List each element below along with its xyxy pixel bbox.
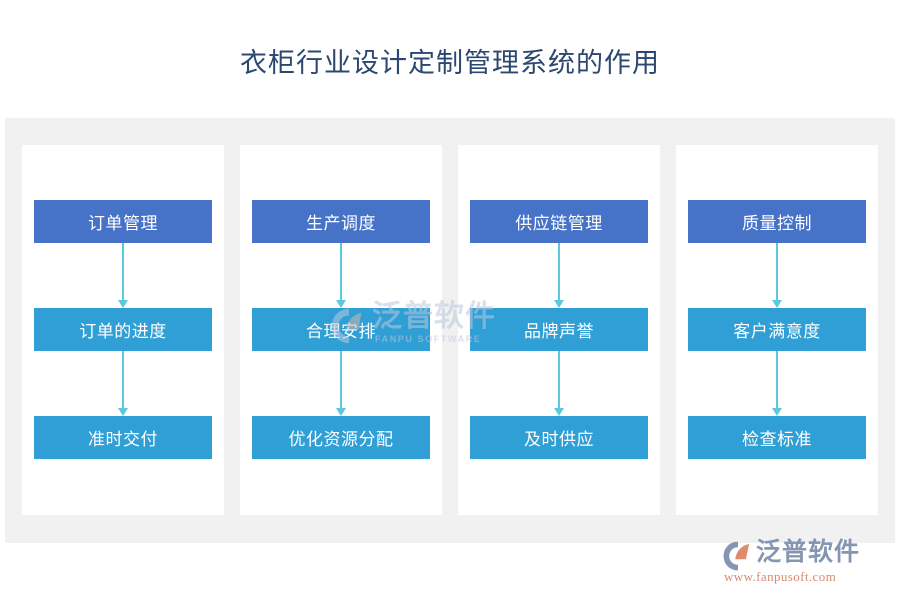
page-title: 衣柜行业设计定制管理系统的作用 xyxy=(240,48,660,78)
flow-arrow-icon xyxy=(116,351,130,416)
columns-container: 订单管理 订单的进度 准时交付 生产调度 合理安排 xyxy=(22,145,878,515)
arrow-stem xyxy=(340,351,342,409)
fanpu-logo-icon xyxy=(723,541,750,571)
flow-arrow-icon xyxy=(334,351,348,416)
arrow-stem xyxy=(776,243,778,301)
brand-name: 泛普软件 xyxy=(756,539,861,566)
arrow-head xyxy=(118,408,128,416)
flow-node-mid[interactable]: 合理安排 xyxy=(252,308,430,351)
brand-url: www.fanpusoft.com xyxy=(724,569,837,584)
flow-column: 订单管理 订单的进度 准时交付 xyxy=(22,145,224,515)
arrow-head xyxy=(336,408,346,416)
arrow-stem xyxy=(122,351,124,409)
flow-node-tail[interactable]: 优化资源分配 xyxy=(252,416,430,459)
flow-node-head[interactable]: 质量控制 xyxy=(688,200,866,243)
arrow-stem xyxy=(558,243,560,301)
arrow-head xyxy=(772,300,782,308)
flow-arrow-icon xyxy=(552,243,566,308)
flow-node-tail[interactable]: 准时交付 xyxy=(34,416,212,459)
flow-arrow-icon xyxy=(770,351,784,416)
flow-node-mid[interactable]: 订单的进度 xyxy=(34,308,212,351)
flow-node-head[interactable]: 供应链管理 xyxy=(470,200,648,243)
flow-node-mid[interactable]: 品牌声誉 xyxy=(470,308,648,351)
flow-node-head[interactable]: 订单管理 xyxy=(34,200,212,243)
arrow-head xyxy=(772,408,782,416)
arrow-stem xyxy=(558,351,560,409)
diagram-board: 订单管理 订单的进度 准时交付 生产调度 合理安排 xyxy=(5,118,895,543)
flow-node-tail[interactable]: 及时供应 xyxy=(470,416,648,459)
arrow-head xyxy=(118,300,128,308)
flow-arrow-icon xyxy=(334,243,348,308)
flow-arrow-icon xyxy=(770,243,784,308)
flow-arrow-icon xyxy=(116,243,130,308)
flow-column: 质量控制 客户满意度 检查标准 xyxy=(676,145,878,515)
arrow-head xyxy=(336,300,346,308)
flow-arrow-icon xyxy=(552,351,566,416)
arrow-head xyxy=(554,300,564,308)
flow-node-head[interactable]: 生产调度 xyxy=(252,200,430,243)
arrow-stem xyxy=(776,351,778,409)
arrow-stem xyxy=(122,243,124,301)
flow-node-tail[interactable]: 检查标准 xyxy=(688,416,866,459)
flow-column: 生产调度 合理安排 优化资源分配 xyxy=(240,145,442,515)
arrow-head xyxy=(554,408,564,416)
arrow-stem xyxy=(340,243,342,301)
flow-column: 供应链管理 品牌声誉 及时供应 xyxy=(458,145,660,515)
brand-logo: 泛普软件 www.fanpusoft.com xyxy=(722,538,882,586)
flow-node-mid[interactable]: 客户满意度 xyxy=(688,308,866,351)
